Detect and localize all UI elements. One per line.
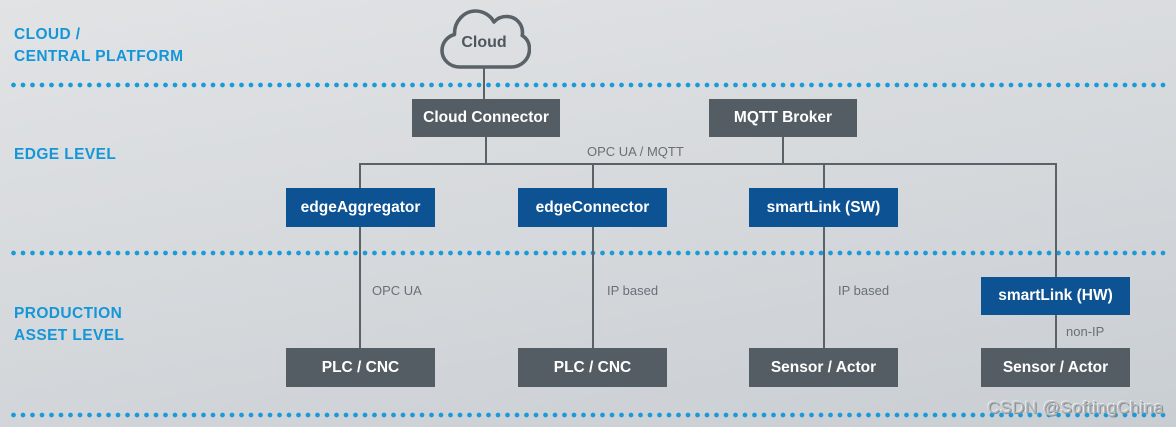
level-label-cloud-line1: CLOUD / (14, 26, 81, 43)
node-plc-cnc-1: PLC / CNC (286, 348, 435, 387)
node-cloud-connector: Cloud Connector (412, 99, 560, 137)
level-label-edge: EDGE LEVEL (14, 146, 117, 163)
node-edge-aggregator: edgeAggregator (286, 188, 435, 227)
line-edgeconnector-to-plc (592, 227, 594, 348)
node-sensor-actor-1: Sensor / Actor (749, 348, 898, 387)
node-smartlink-sw: smartLink (SW) (749, 188, 898, 227)
cloud-icon: Cloud (437, 5, 531, 71)
level-label-production-line2: ASSET LEVEL (14, 327, 125, 344)
node-plc-cnc-2: PLC / CNC (518, 348, 667, 387)
dotted-separator-edge-production (11, 250, 1167, 256)
node-sensor-actor-2: Sensor / Actor (981, 348, 1130, 387)
line-edgeaggregator-to-plc (359, 227, 361, 348)
node-mqtt-broker: MQTT Broker (709, 99, 857, 137)
line-cloudconnector-to-bus (485, 137, 487, 164)
watermark: CSDN @SoftingChina (987, 398, 1164, 417)
node-smartlink-hw: smartLink (HW) (981, 277, 1130, 315)
label-non-ip: non-IP (1066, 324, 1105, 339)
line-bus-to-edgeconnector (592, 163, 594, 188)
dotted-separator-cloud-edge (11, 82, 1167, 88)
line-bus-to-smartlink-hw (1055, 163, 1057, 277)
level-label-production: PRODUCTION ASSET LEVEL (14, 303, 124, 347)
label-ip-based-2: IP based (838, 283, 890, 298)
label-ip-based-1: IP based (607, 283, 659, 298)
cloud-icon-label: Cloud (461, 34, 506, 51)
level-label-cloud-line2: CENTRAL PLATFORM (14, 48, 184, 65)
line-smartlink-sw-to-sensor (823, 227, 825, 348)
line-bus-to-smartlink-sw (823, 163, 825, 188)
level-label-cloud: CLOUD / CENTRAL PLATFORM (14, 24, 183, 68)
level-label-production-line1: PRODUCTION (14, 305, 123, 322)
line-bus-to-edgeaggregator (359, 163, 361, 188)
line-smartlink-hw-to-sensor (1055, 315, 1057, 348)
dotted-separator-bottom (11, 412, 1167, 418)
node-edge-connector: edgeConnector (518, 188, 667, 227)
line-mqttbroker-to-bus (782, 137, 784, 164)
line-cloud-to-connector (483, 66, 485, 100)
label-opc-ua: OPC UA (372, 283, 422, 298)
line-edge-bus (359, 163, 1057, 165)
label-opcua-mqtt: OPC UA / MQTT (587, 144, 684, 159)
